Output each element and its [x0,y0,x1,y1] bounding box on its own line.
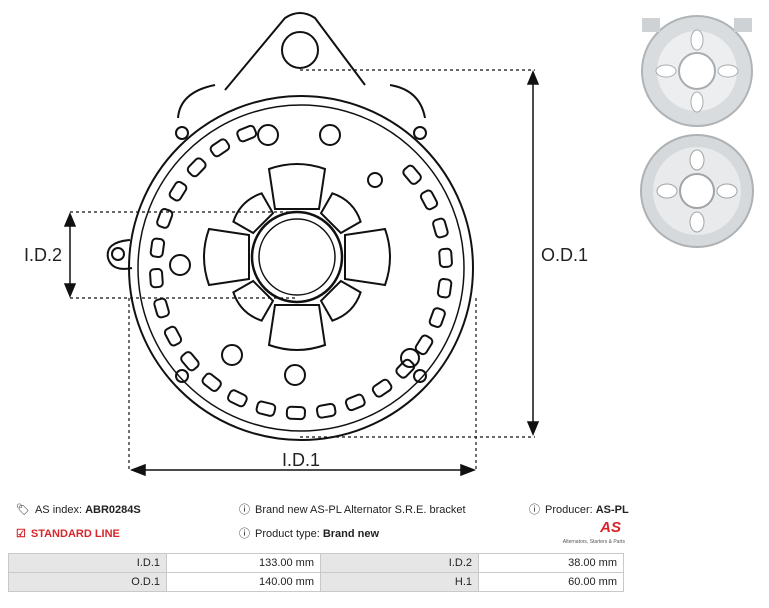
as-index-value: ABR0284S [85,504,141,516]
slot [414,334,434,356]
product-photo-back [640,134,754,248]
petal [232,192,275,235]
petal [232,279,275,322]
id1-label: I.D.1 [282,450,320,470]
slot [432,217,449,239]
slot [428,307,446,328]
slot [149,237,166,259]
slot [209,138,231,158]
petal [344,227,391,287]
description: ⓘ Brand new AS-PL Alternator S.R.E. brac… [239,504,466,516]
as-pl-logo: AS Alternators, Starters & Parts [562,519,625,545]
slot [438,247,453,269]
slot [186,157,207,178]
petal [319,279,362,322]
petal [203,227,250,287]
dim-label: I.D.2 [320,553,479,573]
slot [201,372,222,392]
dim-value: 133.00 mm [166,553,321,573]
dim-label: O.D.1 [8,572,167,592]
hub-ring [250,210,344,304]
product-photo-front [641,15,753,127]
info-icon: ⓘ [239,504,250,516]
bracket-slots [149,124,453,421]
slot [395,358,416,379]
dim-label: I.D.1 [8,553,167,573]
info-icon: ⓘ [529,504,540,516]
id2-label: I.D.2 [24,245,62,265]
slot [402,164,422,185]
slot [255,400,277,417]
slot [371,378,393,398]
petal [267,304,327,351]
standard-line-badge: ☑ STANDARD LINE [16,528,120,540]
petal [319,192,362,235]
od1-label: O.D.1 [541,245,588,265]
slot [156,208,174,229]
slot [180,351,200,372]
slot [285,405,306,421]
dim-value: 38.00 mm [478,553,624,573]
slot [344,393,366,412]
dim-value: 60.00 mm [478,572,624,592]
dimensions-table: I.D.1 133.00 mm I.D.2 38.00 mm O.D.1 140… [8,553,624,592]
slot [315,402,337,419]
slot [236,124,258,143]
mounting-lug [224,12,366,91]
slot [227,389,248,408]
outer-ring [128,95,474,441]
slot [163,325,183,347]
slot [419,189,439,211]
table-row: I.D.1 133.00 mm I.D.2 38.00 mm [8,553,624,573]
table-row: O.D.1 140.00 mm H.1 60.00 mm [8,572,624,592]
slot [168,180,188,202]
tag-icon: 🏷 [16,504,30,516]
dim-label: H.1 [320,572,479,592]
as-index: 🏷 AS index: ABR0284S [16,504,141,516]
petal [267,163,327,210]
bracket-petals [203,163,391,351]
dim-value: 140.00 mm [166,572,321,592]
slot [153,297,170,319]
slot [436,277,453,299]
lug-hole [281,31,319,69]
technical-drawing: O.D.1 I.D.2 I.D.1 [24,12,588,477]
product-type: ⓘ Product type: Brand new [239,528,380,540]
check-square-icon: ☑ [16,528,26,540]
producer: ⓘ Producer: AS-PL [529,504,629,516]
slot [149,267,164,289]
info-icon: ⓘ [239,528,250,540]
